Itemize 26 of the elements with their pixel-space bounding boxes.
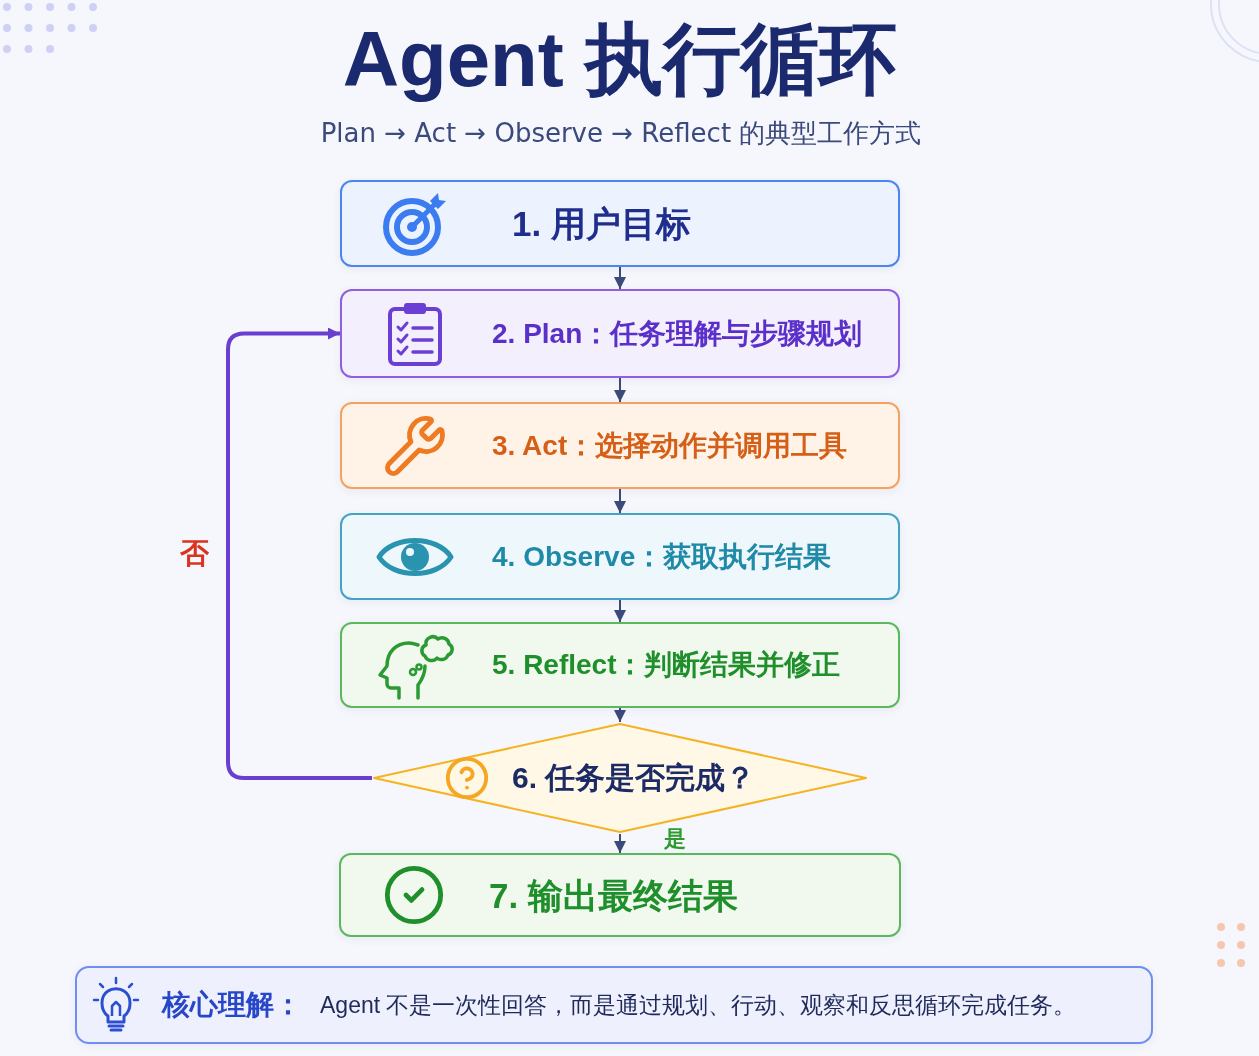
edge-label: 是	[662, 828, 688, 850]
decision-label: 6. 任务是否完成？	[512, 763, 756, 793]
process-box	[340, 402, 900, 489]
arrow	[226, 327, 372, 780]
process-box	[340, 513, 900, 600]
note-text: Agent 不是一次性回答，而是通过规划、行动、观察和反思循环完成任务。	[320, 993, 1077, 1017]
arrow	[614, 266, 626, 290]
edge-label: 否	[178, 539, 211, 568]
arrow	[614, 707, 626, 723]
step-label: 7. 输出最终结果	[489, 877, 738, 913]
note-box	[75, 966, 1153, 1044]
step-label: 4. Observe：获取执行结果	[492, 542, 832, 571]
arrow	[614, 377, 626, 403]
process-box	[339, 853, 901, 937]
note-heading: 核心理解：	[162, 991, 302, 1019]
arrow	[614, 488, 626, 514]
subtitle: Plan → Act → Observe → Reflect 的典型工作方式	[320, 120, 922, 146]
step-label: 1. 用户目标	[512, 206, 691, 241]
process-box	[340, 622, 900, 708]
step-label: 3. Act：选择动作并调用工具	[492, 431, 848, 460]
step-label: 5. Reflect：判断结果并修正	[492, 651, 841, 679]
step-label: 2. Plan：任务理解与步骤规划	[492, 319, 863, 348]
arrow	[614, 599, 626, 623]
process-box	[340, 180, 900, 267]
process-box	[340, 289, 900, 378]
arrow	[614, 833, 626, 854]
